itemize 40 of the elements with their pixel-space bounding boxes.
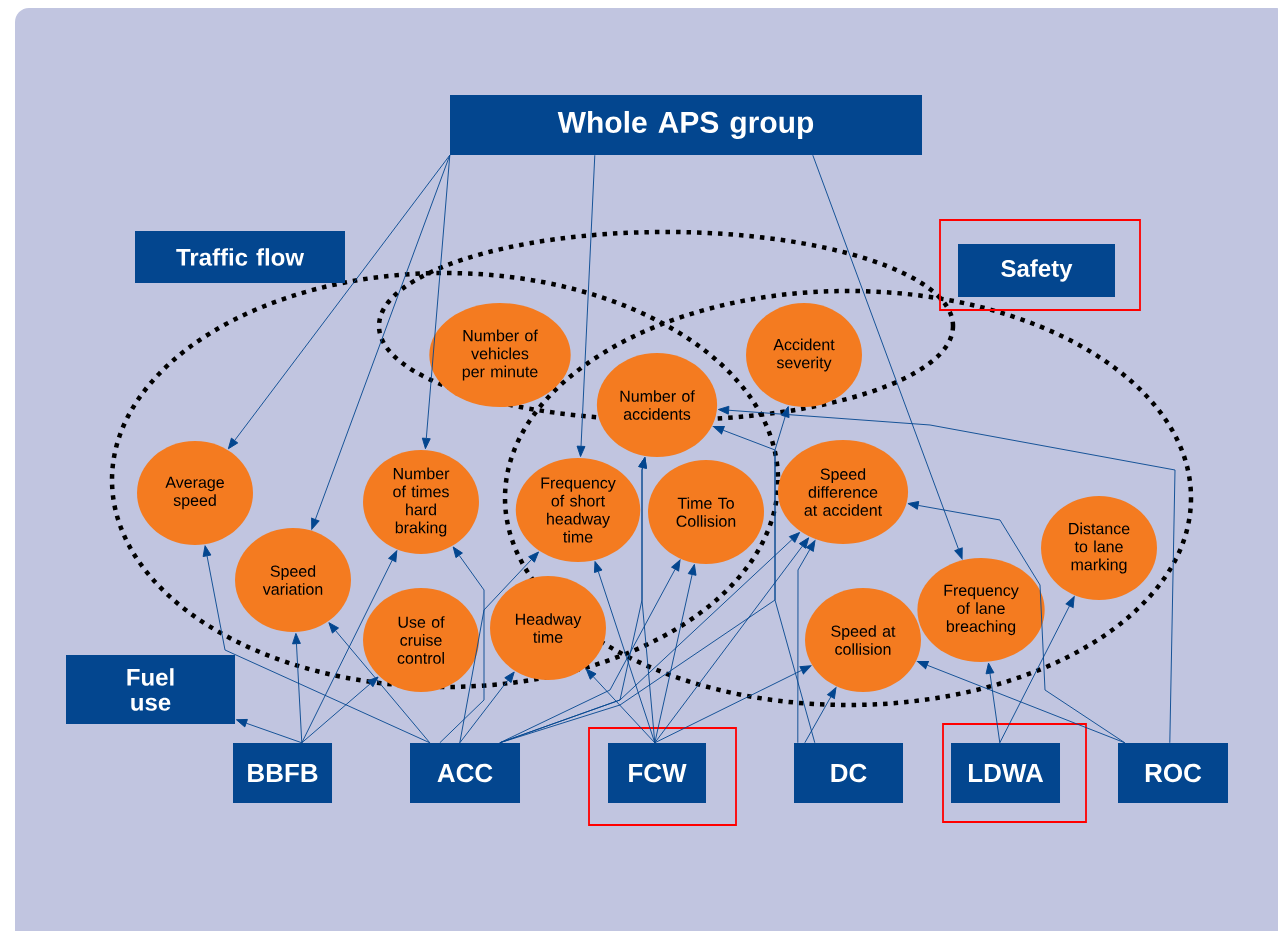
arrow [654,665,812,744]
arrow [594,561,656,744]
arrow [985,662,1001,744]
category-box: Traffic flow [135,231,345,283]
category-box: Fuel use [66,655,235,724]
system-box: ACC [410,743,520,803]
arrow [202,545,431,744]
arrow [717,405,1176,744]
arrow [812,154,963,560]
arrow [499,406,790,744]
system-box: BBFB [233,743,332,803]
arrow [654,564,697,744]
arrow [712,426,816,744]
arrow [907,501,1126,744]
system-box: DC [794,743,903,803]
arrow [804,687,837,744]
category-box: Safety [958,244,1115,297]
arrow [292,632,303,744]
arrow [576,154,596,457]
system-box: ROC [1118,743,1228,803]
arrow [227,154,451,450]
arrow [459,551,539,744]
group-box: Whole APS group [450,95,922,155]
system-box: LDWA [951,743,1060,803]
arrow [328,622,431,744]
arrow [999,596,1075,744]
system-box: FCW [608,743,706,803]
arrow [439,546,485,744]
arrow [654,537,810,744]
arrow [797,540,816,744]
arrow [301,676,379,744]
arrow [301,550,398,744]
arrow [638,457,656,744]
arrow [311,154,451,530]
arrow [917,660,1126,744]
arrow [585,668,656,744]
arrow [499,532,801,744]
arrow [421,154,451,450]
arrow [459,671,515,744]
arrow [235,718,303,744]
